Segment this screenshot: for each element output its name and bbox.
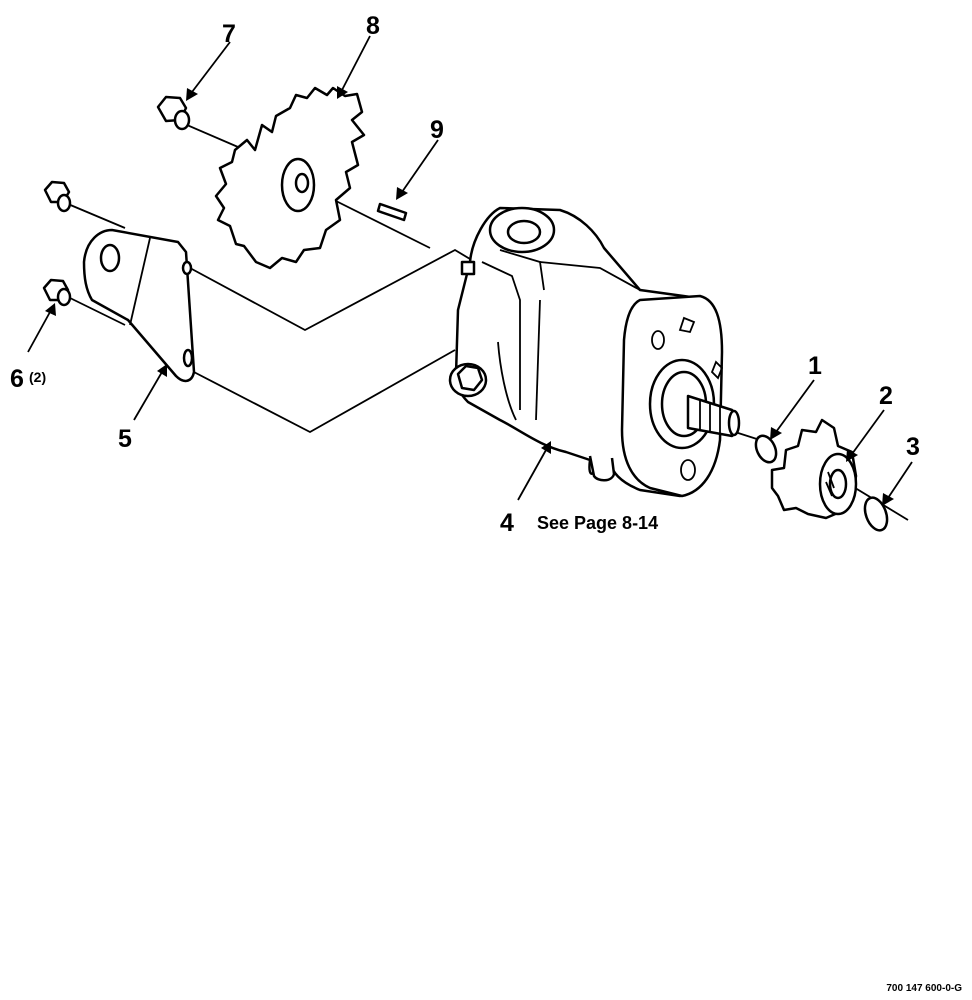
callout-6: 6 [10, 365, 24, 393]
hex-nut-item7 [156, 95, 191, 131]
mounting-bracket-item5 [82, 228, 196, 383]
callout-4: 4 [500, 509, 514, 537]
snap-ring-item3 [863, 496, 889, 532]
callout-7: 7 [222, 20, 236, 48]
sprocket-item2 [770, 418, 858, 520]
callout-9: 9 [430, 116, 444, 144]
callout-5: 5 [118, 425, 132, 453]
hydraulic-motor-item4 [448, 206, 741, 498]
callout-2: 2 [879, 382, 893, 410]
flange-nut-upper [43, 180, 72, 213]
callout-4-note: See Page 8-14 [537, 513, 658, 533]
flange-nut-lower [42, 278, 72, 307]
callout-arrows [27, 35, 913, 506]
figure-id: 700 147 600-0-G [886, 983, 962, 994]
callout-6-quantity: (2) [29, 369, 46, 385]
callout-8: 8 [366, 12, 380, 40]
slotted-disc-item8 [214, 86, 366, 270]
callout-1: 1 [808, 352, 822, 380]
key-item9 [376, 202, 408, 222]
retaining-ring-item1 [754, 434, 778, 464]
callout-3: 3 [906, 433, 920, 461]
